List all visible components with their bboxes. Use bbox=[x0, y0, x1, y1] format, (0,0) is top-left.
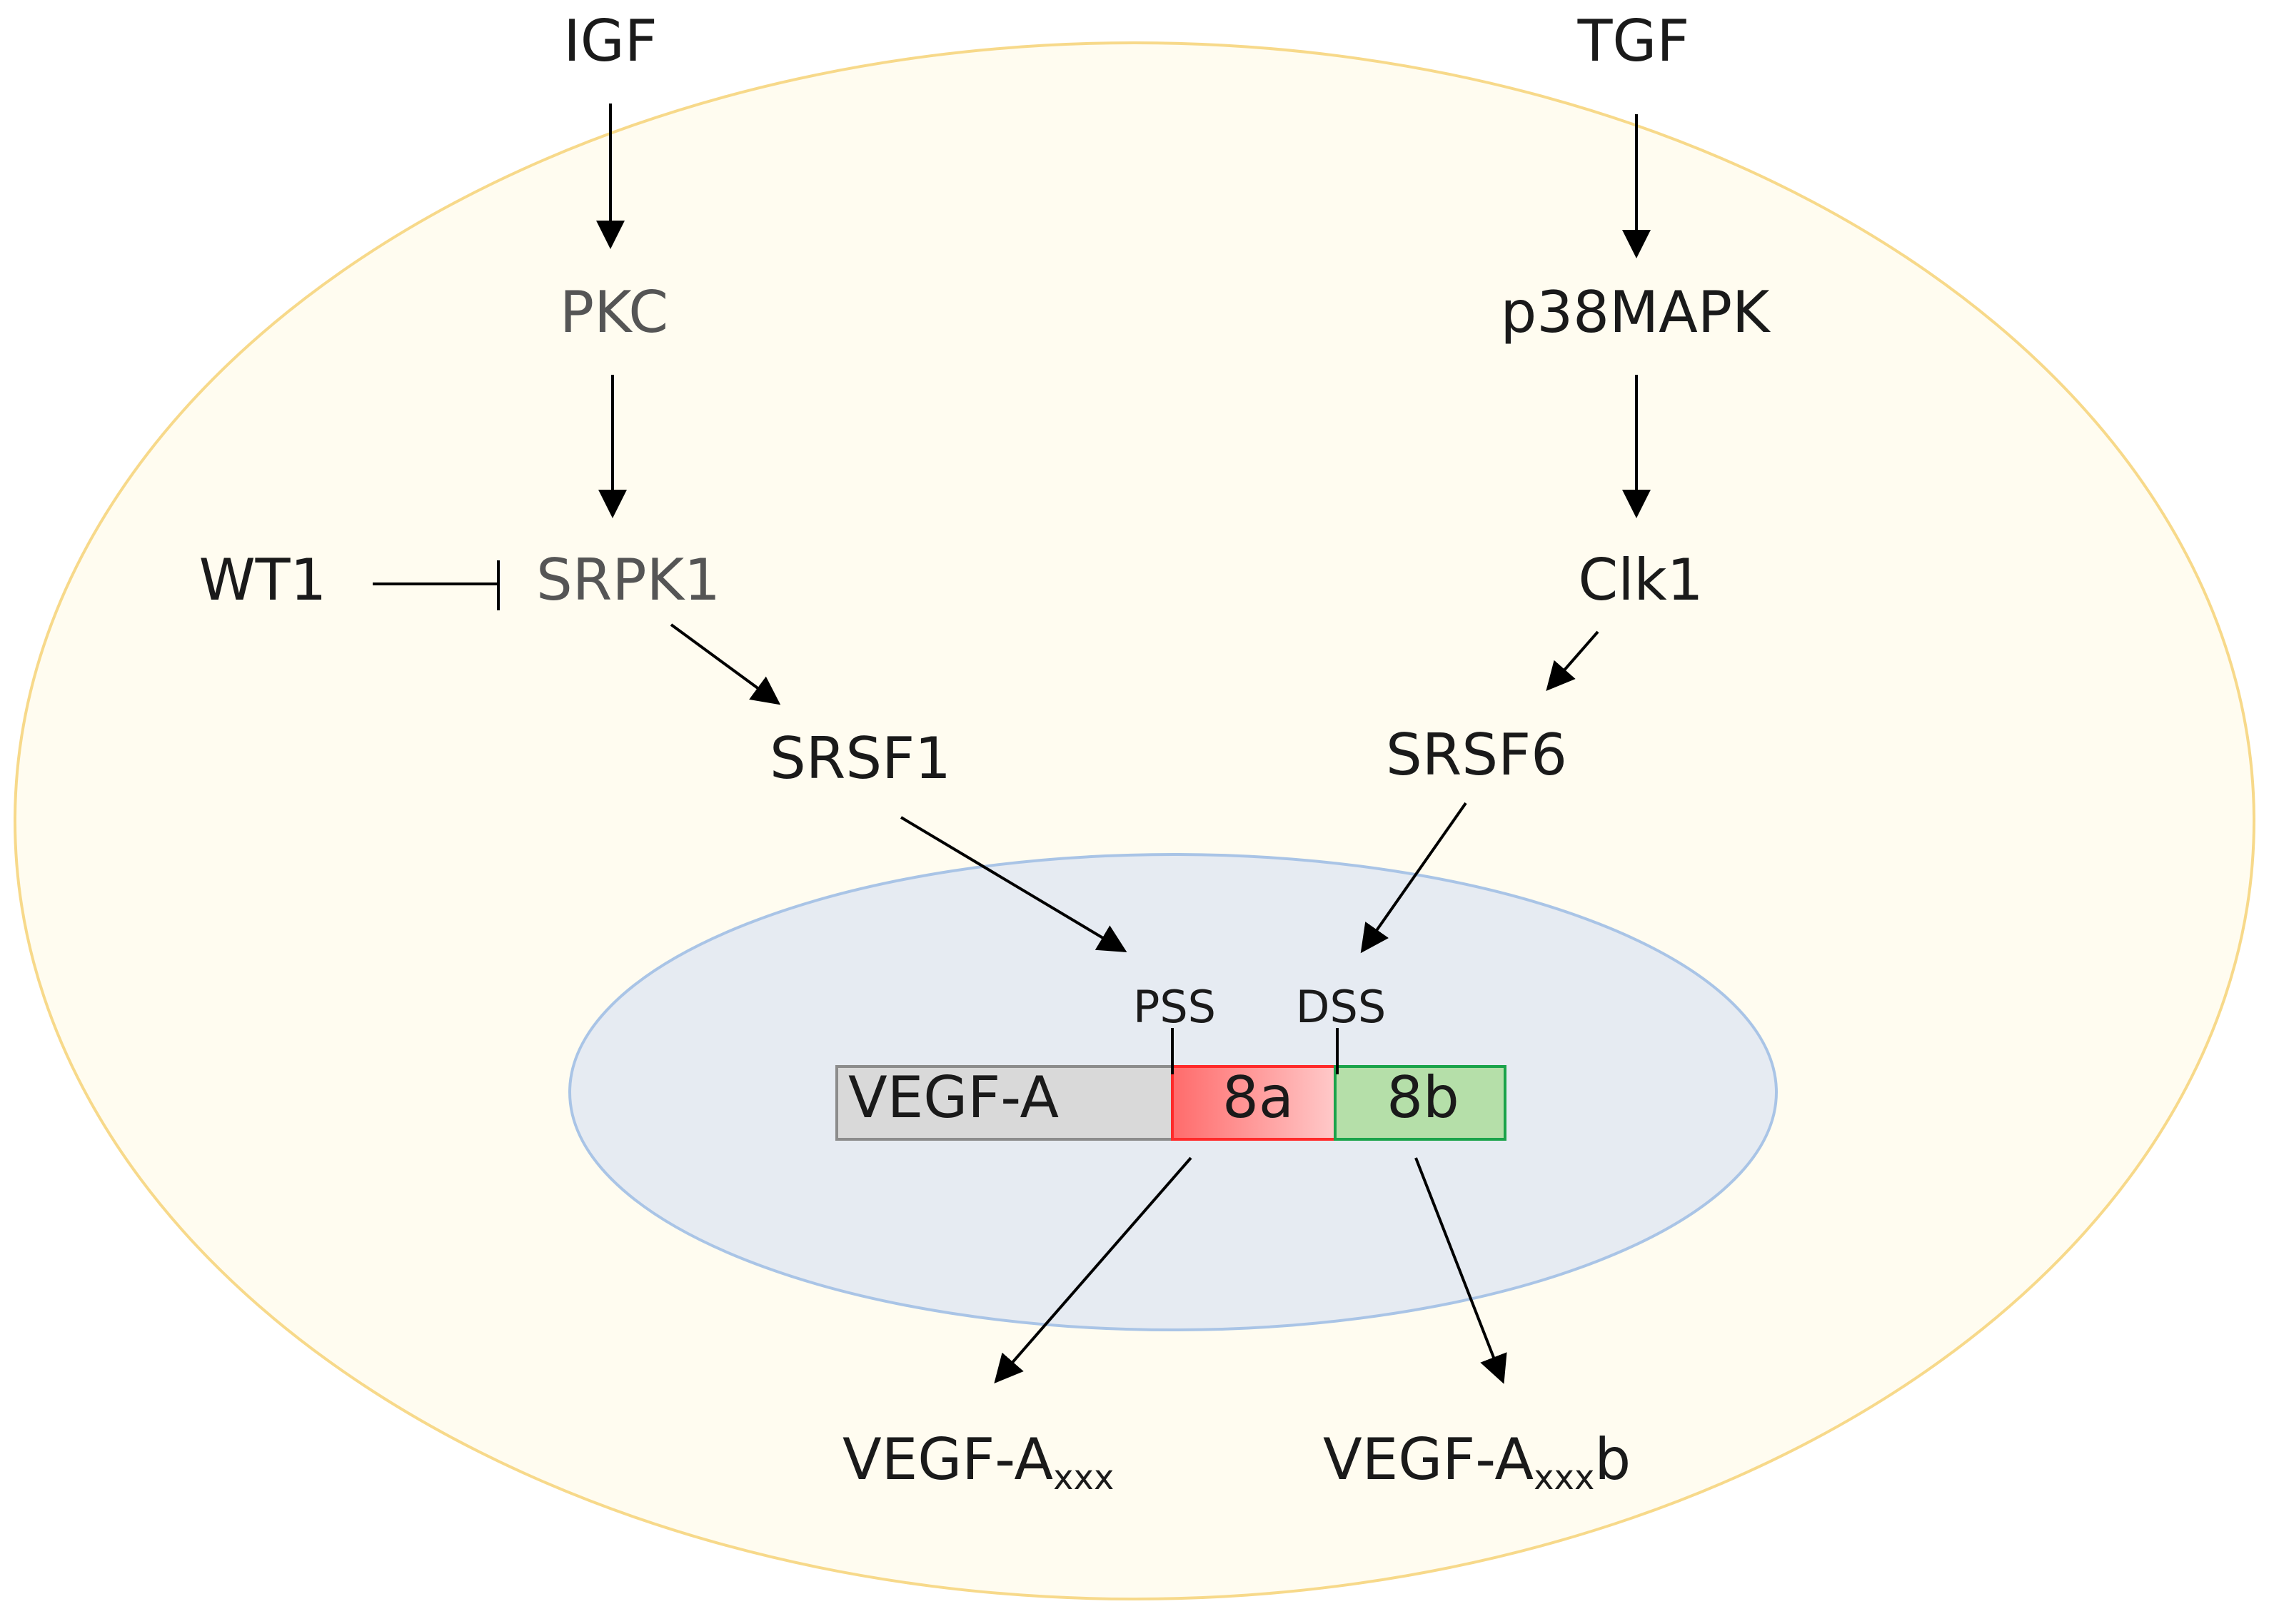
cell-membrane bbox=[14, 41, 2255, 1600]
arrow-srsf1-pss bbox=[900, 816, 1127, 953]
product-vegf-axxx-sub: xxx bbox=[1053, 1458, 1114, 1498]
exon-8b bbox=[1334, 1065, 1506, 1141]
product-vegf-axxxb-base: VEGF-A bbox=[1323, 1426, 1534, 1493]
pkc-label: PKC bbox=[560, 279, 668, 346]
arrow-clk1-srsf6 bbox=[1546, 630, 1599, 692]
p38mapk-label: p38MAPK bbox=[1500, 279, 1771, 346]
wt1-label: WT1 bbox=[199, 547, 327, 613]
exon-8a bbox=[1171, 1065, 1337, 1141]
arrow-srpk1-srsf1 bbox=[670, 623, 781, 705]
arrow-srsf6-dss bbox=[1360, 802, 1467, 954]
product-vegf-axxxb: VEGF-Axxxb bbox=[1323, 1426, 1631, 1498]
arrow-to-vegf-axxx bbox=[994, 1156, 1192, 1384]
arrow-to-vegf-axxxb bbox=[1414, 1157, 1507, 1384]
product-vegf-axxxb-suffix: b bbox=[1594, 1426, 1631, 1493]
clk1-label: Clk1 bbox=[1578, 547, 1703, 613]
pss-label: PSS bbox=[1133, 981, 1216, 1033]
product-vegf-axxx: VEGF-Axxx bbox=[842, 1426, 1114, 1498]
product-vegf-axxx-base: VEGF-A bbox=[842, 1426, 1053, 1493]
igf-label: IGF bbox=[563, 8, 658, 74]
srsf6-label: SRSF6 bbox=[1386, 722, 1567, 788]
exon-8a-label: 8a bbox=[1222, 1064, 1294, 1131]
vegf-a-gene-label: VEGF-A bbox=[848, 1064, 1059, 1131]
product-vegf-axxxb-sub: xxx bbox=[1534, 1458, 1594, 1498]
dss-label: DSS bbox=[1296, 981, 1386, 1033]
tgf-label: TGF bbox=[1577, 8, 1690, 74]
exon-8b-label: 8b bbox=[1387, 1064, 1459, 1131]
srpk1-label: SRPK1 bbox=[536, 547, 720, 613]
srsf1-label: SRSF1 bbox=[770, 725, 951, 792]
